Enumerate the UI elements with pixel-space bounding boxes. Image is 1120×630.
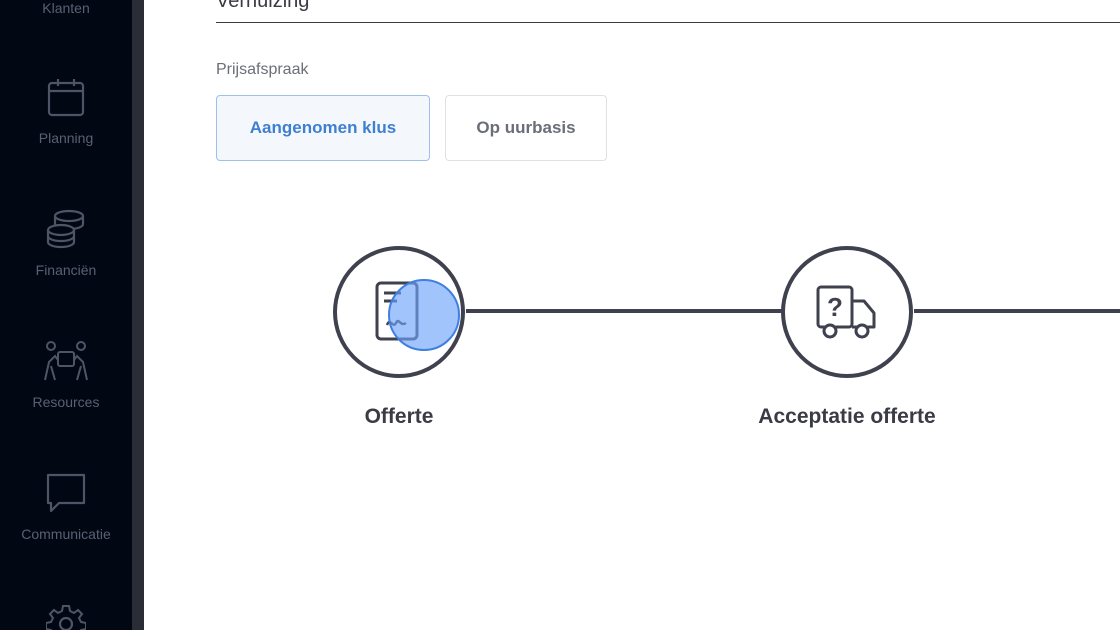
title-underline bbox=[216, 22, 1120, 23]
timeline-connector bbox=[914, 309, 1120, 313]
chat-icon bbox=[46, 473, 86, 513]
pricing-label: Prijsafspraak bbox=[216, 61, 309, 78]
coins-icon bbox=[46, 209, 85, 249]
calendar-icon bbox=[47, 79, 85, 117]
sidebar-item-financien[interactable]: Financiën bbox=[0, 208, 132, 278]
step-acceptatie-offerte[interactable]: ? bbox=[781, 246, 913, 378]
main-content: Verhuizing Prijsafspraak Aangenomen klus… bbox=[144, 0, 1120, 630]
sidebar-item-communicatie[interactable]: Communicatie bbox=[0, 472, 132, 542]
sidebar-item-planning[interactable]: Planning bbox=[0, 78, 132, 146]
pricing-option-fixed[interactable]: Aangenomen klus bbox=[216, 95, 430, 161]
team-icon bbox=[44, 341, 88, 381]
pricing-option-hourly[interactable]: Op uurbasis bbox=[445, 95, 607, 161]
sidebar-item-label: Planning bbox=[38, 130, 94, 146]
sidebar-item-label: Communicatie bbox=[21, 526, 111, 542]
timeline-connector bbox=[466, 309, 782, 313]
page-title: Verhuizing bbox=[216, 0, 310, 12]
gear-icon bbox=[46, 605, 86, 630]
sidebar-divider bbox=[132, 0, 144, 630]
svg-text:?: ? bbox=[827, 292, 843, 322]
question-truck-icon: ? bbox=[816, 285, 876, 339]
pricing-option-label: Op uurbasis bbox=[476, 118, 576, 137]
sidebar-item-label: Klanten bbox=[42, 0, 90, 16]
pricing-option-label: Aangenomen klus bbox=[249, 118, 397, 137]
sidebar-item-resources[interactable]: Resources bbox=[0, 340, 132, 410]
sidebar: Klanten Planning Financiën bbox=[0, 0, 132, 630]
step-label-offerte: Offerte bbox=[364, 405, 434, 428]
click-indicator bbox=[388, 279, 460, 351]
step-label-acceptatie-offerte: Acceptatie offerte bbox=[758, 405, 936, 428]
sidebar-item-label: Financiën bbox=[35, 262, 97, 278]
sidebar-item-label: Resources bbox=[32, 394, 100, 410]
sidebar-item-klanten[interactable]: Klanten bbox=[0, 0, 132, 16]
sidebar-item-settings[interactable] bbox=[0, 604, 132, 630]
